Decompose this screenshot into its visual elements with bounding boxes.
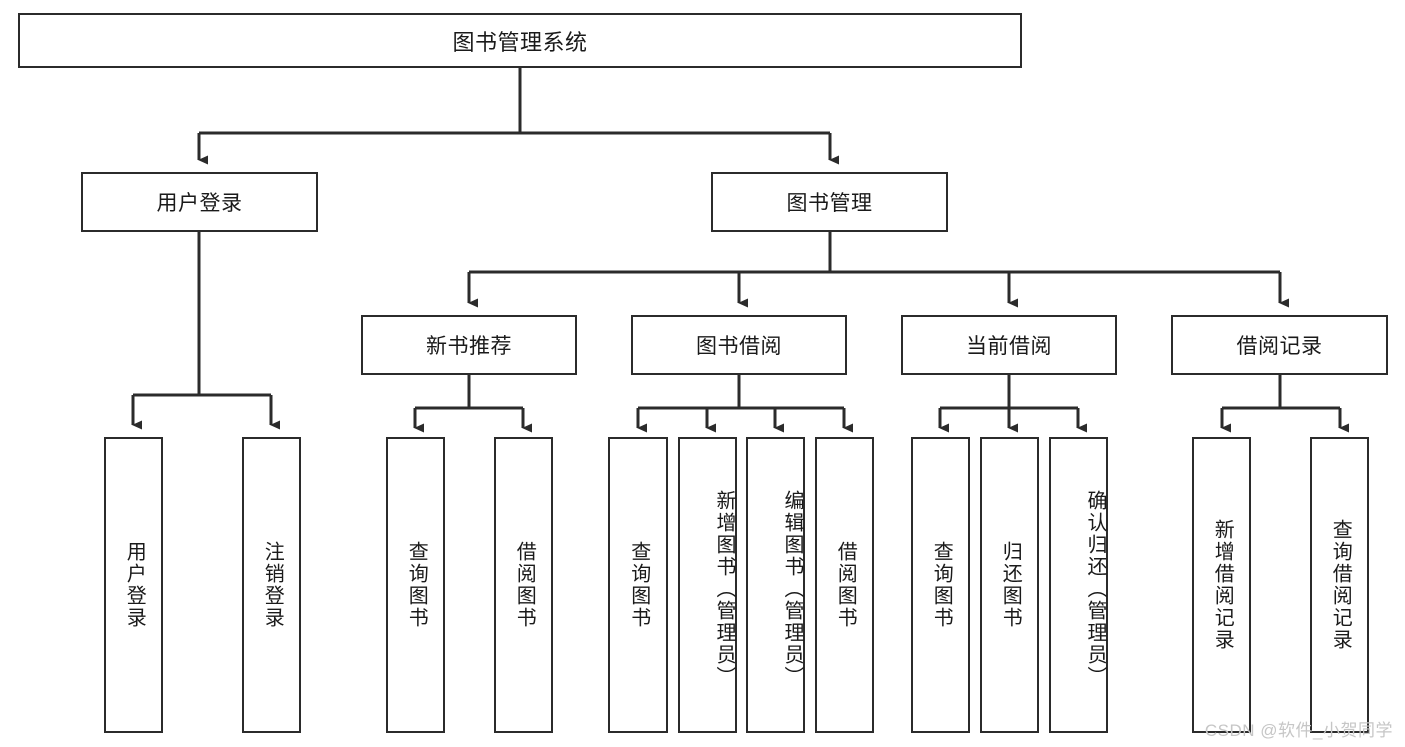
node-label: 确认归还（管理员） [1084,490,1106,688]
node-label: 编辑图书（管理员） [781,490,803,688]
leaf-borrow-borrow-book[interactable]: 借阅图书 [815,437,874,733]
node-label: 新增图书（管理员） [713,490,735,688]
node-new-book-recommend[interactable]: 新书推荐 [361,315,577,375]
leaf-record-add-record[interactable]: 新增借阅记录 [1192,437,1251,733]
leaf-borrow-query-book[interactable]: 查询图书 [608,437,668,733]
leaf-borrow-edit-book-admin[interactable]: 编辑图书（管理员） [746,437,805,733]
node-label: 新增借阅记录 [1211,519,1234,651]
node-current-borrow[interactable]: 当前借阅 [901,315,1117,375]
node-label: 用户登录 [123,541,146,629]
leaf-current-return-book[interactable]: 归还图书 [980,437,1039,733]
leaf-current-confirm-return-admin[interactable]: 确认归还（管理员） [1049,437,1108,733]
node-label: 图书管理 [786,192,873,215]
node-label: 新书推荐 [426,335,512,358]
node-label: 图书管理系统 [452,29,588,55]
node-label: 借阅图书 [834,541,857,629]
leaf-user-login-logout[interactable]: 注销登录 [242,437,301,733]
node-user-login[interactable]: 用户登录 [81,172,318,232]
node-label: 查询借阅记录 [1329,519,1352,651]
node-label: 查询图书 [627,541,650,629]
node-label: 查询图书 [405,541,428,629]
node-label: 借阅图书 [513,541,536,629]
node-label: 注销登录 [261,541,284,629]
node-borrow-record[interactable]: 借阅记录 [1171,315,1388,375]
node-label: 当前借阅 [966,335,1052,358]
leaf-new-book-query[interactable]: 查询图书 [386,437,445,733]
leaf-new-book-borrow[interactable]: 借阅图书 [494,437,553,733]
node-root-system[interactable]: 图书管理系统 [18,13,1022,68]
node-label: 查询图书 [930,541,953,629]
node-label: 归还图书 [999,541,1022,629]
leaf-user-login-login[interactable]: 用户登录 [104,437,163,733]
leaf-current-query-book[interactable]: 查询图书 [911,437,970,733]
node-label: 借阅记录 [1236,335,1323,358]
node-label: 用户登录 [156,192,243,215]
node-book-management[interactable]: 图书管理 [711,172,948,232]
watermark-text: CSDN @软件_小贺同学 [1204,721,1393,740]
leaf-record-query-record[interactable]: 查询借阅记录 [1310,437,1369,733]
leaf-borrow-add-book-admin[interactable]: 新增图书（管理员） [678,437,737,733]
node-label: 图书借阅 [696,335,782,358]
node-book-borrow[interactable]: 图书借阅 [631,315,847,375]
